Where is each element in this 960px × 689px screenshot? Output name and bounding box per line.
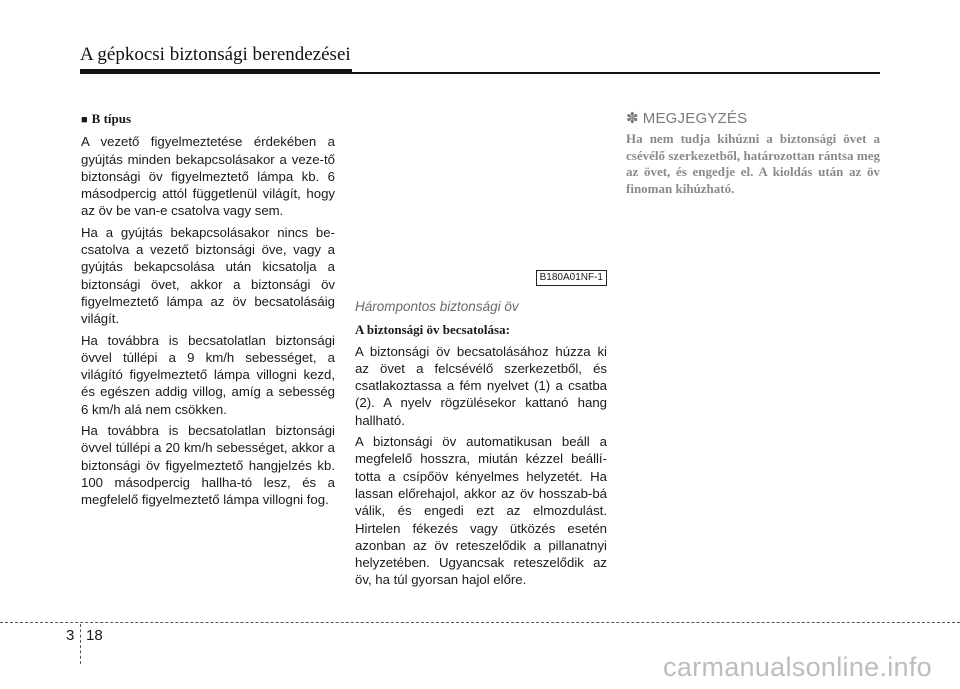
header-accent-bar <box>80 69 352 74</box>
paragraph: Ha a gyújtás bekapcsolásakor nincs be-cs… <box>81 224 335 327</box>
page-number: 18 <box>86 627 103 644</box>
header-rule <box>80 72 880 74</box>
column-left: ■B típus A vezető figyelmeztetése érdeké… <box>81 110 335 513</box>
image-code-label: B180A01NF-1 <box>535 270 607 286</box>
column-middle: B180A01NF-1 Hárompontos biztonsági öv A … <box>355 110 607 593</box>
footer-divider <box>80 624 81 664</box>
type-b-heading: ■B típus <box>81 111 132 126</box>
subheading: A biztonsági öv becsatolása: <box>355 322 510 338</box>
paragraph: A biztonsági öv becsatolásához húzza ki … <box>355 343 607 428</box>
paragraph: Ha továbbra is becsatolatlan biztonsági … <box>81 423 335 508</box>
paragraph: A biztonsági öv automatikusan beáll a me… <box>355 434 607 588</box>
chapter-number: 3 <box>66 627 75 644</box>
footer-rule <box>0 622 960 623</box>
illustration-area: B180A01NF-1 <box>355 110 607 286</box>
note-text: Ha nem tudja kihúzni a biztonsági övet a… <box>626 131 880 197</box>
note-star-icon: ✽ <box>626 110 639 127</box>
column-right: ✽MEGJEGYZÉS Ha nem tudja kihúzni a bizto… <box>626 110 880 198</box>
paragraph: Ha továbbra is becsatolatlan biztonsági … <box>81 332 335 417</box>
note-title: ✽MEGJEGYZÉS <box>626 110 748 127</box>
square-bullet-icon: ■ <box>81 114 88 126</box>
section-title: Hárompontos biztonsági öv <box>355 299 519 314</box>
watermark: carmanualsonline.info <box>663 652 932 682</box>
page-title: A gépkocsi biztonsági berendezései <box>80 44 351 65</box>
paragraph: A vezető figyelmeztetése érdekében a gyú… <box>81 134 335 219</box>
